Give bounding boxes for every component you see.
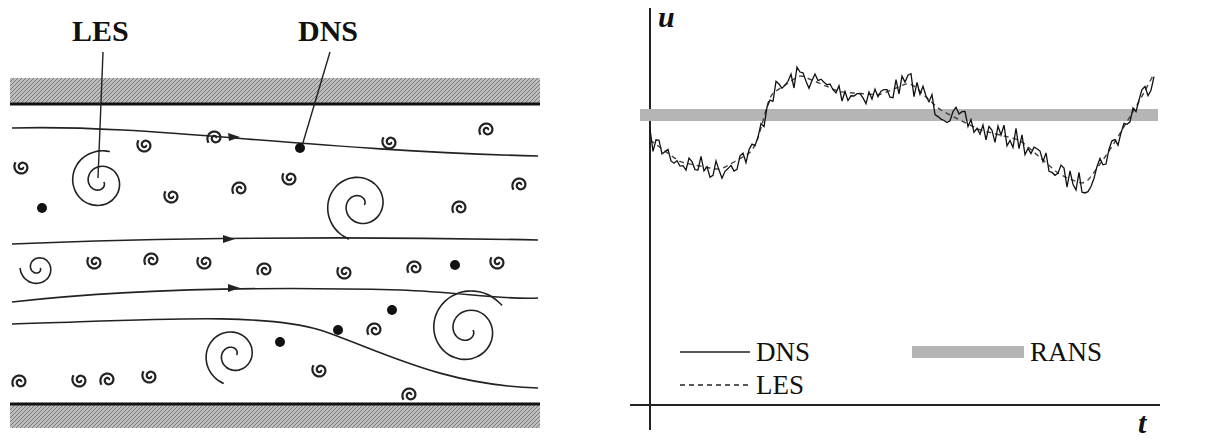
streamline: [12, 238, 538, 244]
small-eddy: [257, 264, 270, 275]
flow-arrow: [228, 133, 240, 141]
top-wall: [10, 78, 540, 104]
leader-line: [98, 52, 103, 178]
large-eddy: [20, 258, 51, 284]
small-eddy: [232, 183, 245, 194]
streamline: [12, 128, 538, 156]
kolmogorov-eddy: [450, 260, 460, 270]
leader-line: [302, 52, 330, 146]
kolmogorov-eddy: [37, 203, 47, 213]
legend-text: RANS: [1030, 339, 1102, 366]
axis: [649, 8, 651, 430]
small-eddy: [137, 140, 150, 151]
small-eddy: [512, 179, 525, 190]
small-eddy: [100, 374, 113, 385]
small-eddy: [337, 267, 350, 278]
small-eddy: [207, 132, 220, 143]
method-label: DNS: [298, 16, 358, 46]
small-eddy: [87, 257, 100, 268]
small-eddy: [72, 375, 85, 386]
legend-text: LES: [756, 372, 804, 399]
dns-signal: [650, 67, 1154, 193]
large-eddy: [434, 291, 502, 359]
small-eddy: [164, 191, 177, 202]
small-eddy: [12, 376, 25, 387]
rans-line: [640, 109, 1158, 121]
small-eddy: [382, 137, 395, 148]
small-eddy: [490, 257, 503, 268]
kolmogorov-eddy: [333, 325, 343, 335]
signal-plot: [630, 8, 1160, 430]
les-signal: [650, 74, 1154, 183]
legend-text: DNS: [756, 339, 810, 366]
large-eddy: [206, 332, 252, 384]
large-eddy: [73, 151, 120, 206]
channel-drawing: [10, 52, 540, 428]
small-eddy: [144, 254, 157, 265]
small-eddy: [312, 365, 325, 376]
small-eddy: [282, 173, 295, 184]
small-eddy: [407, 262, 420, 273]
small-eddy: [479, 124, 492, 135]
legend-sample: [912, 346, 1024, 358]
kolmogorov-eddy: [295, 143, 305, 153]
small-eddy: [197, 257, 210, 268]
kolmogorov-eddy: [387, 305, 397, 315]
kolmogorov-eddy: [275, 337, 285, 347]
streamline: [12, 319, 538, 388]
small-eddy: [452, 202, 465, 213]
streamline: [12, 289, 538, 303]
small-eddy: [402, 389, 415, 400]
method-label: LES: [72, 16, 129, 46]
wall-edge: [10, 403, 540, 406]
large-eddy: [328, 177, 383, 239]
small-eddy: [14, 162, 27, 173]
small-eddy: [142, 371, 155, 382]
wall-edge: [10, 103, 540, 106]
small-eddy: [367, 324, 380, 335]
legend-sample: [680, 384, 750, 386]
axis-label: u: [658, 2, 675, 32]
flow-arrow: [228, 284, 240, 292]
axis-label: t: [1138, 408, 1146, 438]
bottom-wall: [10, 404, 540, 428]
axis: [630, 404, 1160, 406]
flow-arrow: [223, 235, 235, 243]
legend-sample: [680, 351, 750, 353]
